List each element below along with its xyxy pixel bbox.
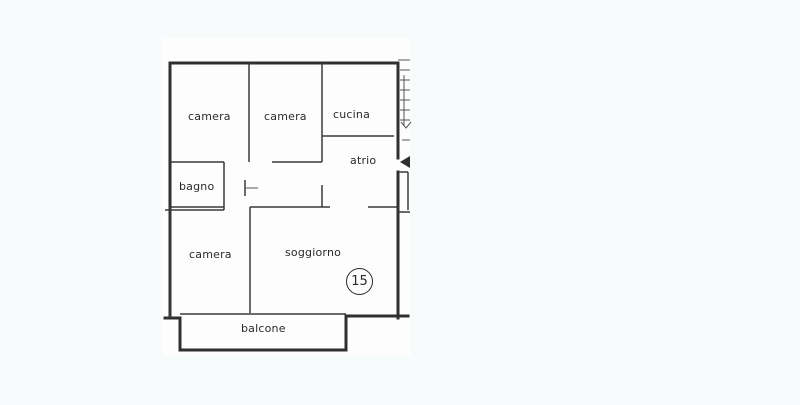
room-label-soggiorno: soggiorno	[285, 246, 342, 259]
entrance-door	[398, 139, 410, 213]
room-label-camera-1: camera	[188, 110, 231, 123]
room-label-balcone: balcone	[241, 322, 286, 335]
room-label-cucina: cucina	[333, 108, 371, 121]
triangle-left-icon	[400, 156, 410, 168]
room-label-bagno: bagno	[179, 180, 215, 193]
unit-number-badge: 15	[346, 268, 373, 295]
room-label-camera-2: camera	[264, 110, 307, 123]
interior-walls	[165, 63, 398, 318]
plan-sheet	[163, 38, 411, 356]
room-label-atrio: atrio	[350, 154, 377, 167]
stair-steps-icon	[398, 59, 412, 129]
room-label-camera-3: camera	[189, 248, 232, 261]
outer-walls	[163, 61, 410, 352]
